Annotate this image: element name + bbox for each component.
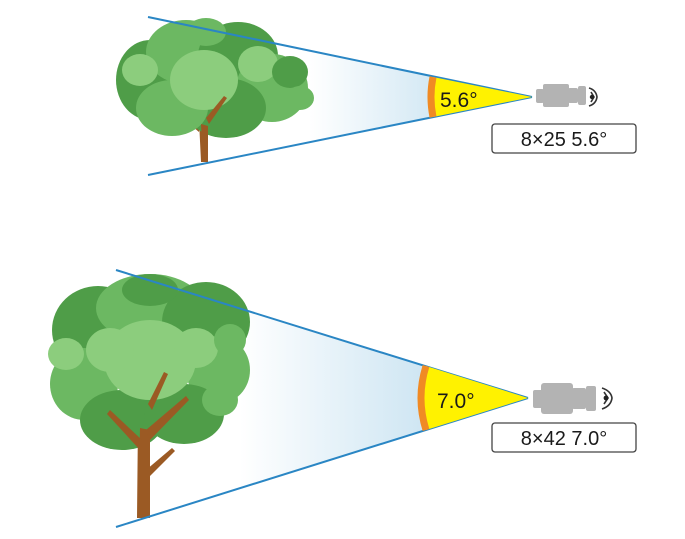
angle-wedge bbox=[421, 366, 528, 430]
angle-label: 7.0° bbox=[437, 390, 475, 413]
angle-arc bbox=[427, 76, 437, 118]
eye-icon bbox=[588, 87, 598, 107]
angle-label: 5.6° bbox=[440, 89, 478, 112]
spec-label: 8×25 5.6° bbox=[521, 129, 607, 151]
ray-lower bbox=[147, 96, 533, 176]
diagram-wide: 7.0° 8×42 7.0° bbox=[48, 269, 637, 528]
binoculars-icon bbox=[533, 383, 596, 414]
spec-box bbox=[491, 123, 637, 154]
tree-icon bbox=[48, 274, 250, 518]
binoculars-icon bbox=[536, 84, 586, 107]
spec-label: 8×42 7.0° bbox=[521, 428, 607, 450]
diagram-narrow: 5.6° 8×25 5.6° bbox=[116, 16, 637, 176]
spec-box bbox=[491, 422, 637, 453]
ray-upper bbox=[147, 16, 533, 98]
angle-arc bbox=[417, 364, 430, 432]
eye-icon bbox=[601, 387, 613, 410]
tree-icon bbox=[116, 18, 314, 162]
angle-wedge bbox=[431, 77, 532, 117]
